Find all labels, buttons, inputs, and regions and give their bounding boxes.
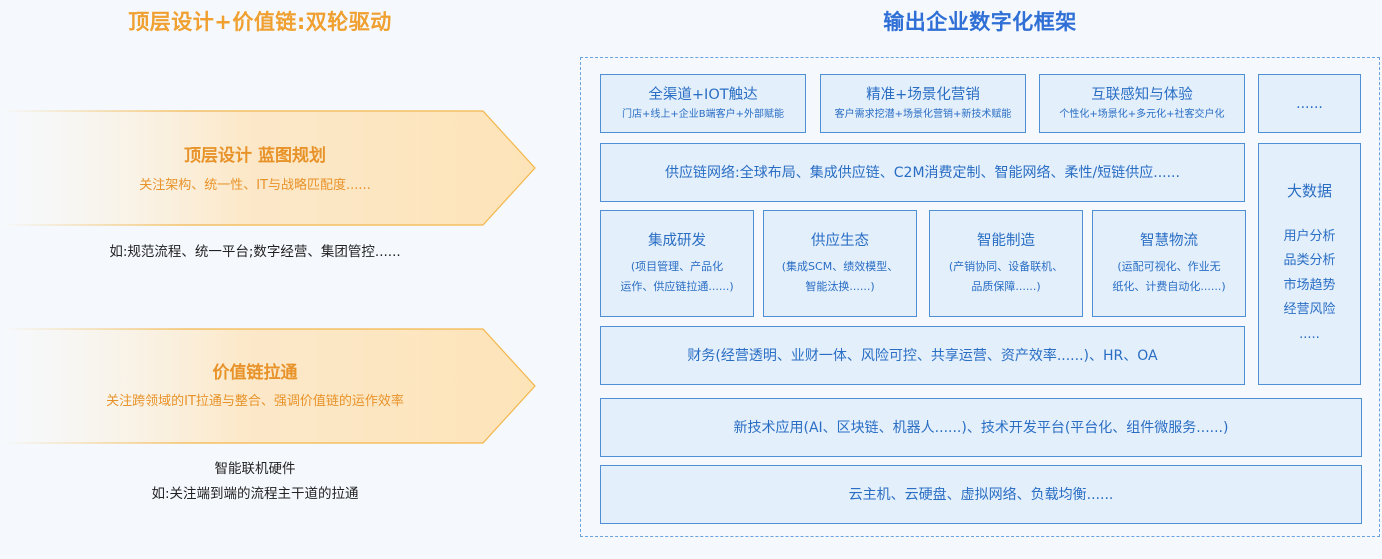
note-value-chain-line1: 智能联机硬件 <box>214 461 296 477</box>
supply-chain-label: 供应链网络:全球布局、集成供应链、C2M消费定制、智能网络、柔性/短链供应...… <box>665 164 1180 181</box>
new-tech-label: 新技术应用(AI、区块链、机器人......)、技术开发平台(平台化、组件微服务… <box>733 419 1229 436</box>
big-data-item: 品类分析 <box>1283 253 1336 269</box>
experience-sub: 个性化+场景化+多元化+社客交户化 <box>1059 109 1225 120</box>
note-top-design: 如:规范流程、统一平台;数字经营、集团管控...... <box>109 244 401 260</box>
arrow2-title: 价值链拉通 <box>212 363 298 383</box>
supply-eco-box: 供应生态 (集成SCM、绩效模型、 智能汰换......) <box>763 210 917 317</box>
big-data-item: 市场趋势 <box>1283 277 1336 293</box>
supply-chain-box: 供应链网络:全球布局、集成供应链、C2M消费定制、智能网络、柔性/短链供应...… <box>600 143 1245 202</box>
rd-box: 集成研发 (项目管理、产品化 运作、供应链拉通......) <box>600 210 754 317</box>
arrow1-title: 顶层设计 蓝图规划 <box>184 146 326 166</box>
channel-title: 全渠道+IOT触达 <box>648 87 758 103</box>
supply-eco-sub2: 智能汰换......) <box>805 279 875 293</box>
manufacturing-title: 智能制造 <box>977 232 1035 249</box>
marketing-box: 精准+场景化营销 客户需求挖潜+场景化营销+新技术赋能 <box>820 74 1026 133</box>
big-data-item: 用户分析 <box>1283 228 1336 244</box>
big-data-item: 经营风险 <box>1283 302 1336 318</box>
logistics-title: 智慧物流 <box>1140 232 1198 249</box>
marketing-title: 精准+场景化营销 <box>866 87 980 103</box>
left-title: 顶层设计+价值链:双轮驱动 <box>128 10 392 34</box>
manufacturing-box: 智能制造 (产销协同、设备联机、 品质保障......) <box>929 210 1083 317</box>
supply-eco-title: 供应生态 <box>811 232 869 249</box>
finance-box: 财务(经营透明、业财一体、风险可控、共享运营、资产效率......)、HR、OA <box>600 326 1245 385</box>
logistics-sub2: 纸化、计费自动化......) <box>1112 279 1226 293</box>
framework-title: 输出企业数字化框架 <box>883 10 1077 34</box>
arrow2-subtitle: 关注跨领域的IT拉通与整合、强调价值链的运作效率 <box>106 394 404 409</box>
cloud-label: 云主机、云硬盘、虚拟网络、负载均衡...... <box>848 486 1114 503</box>
rd-sub1: (项目管理、产品化 <box>630 259 724 273</box>
arrow-value-chain <box>0 328 536 444</box>
rd-title: 集成研发 <box>648 232 706 249</box>
big-data-item: ..... <box>1299 326 1320 342</box>
cloud-box: 云主机、云硬盘、虚拟网络、负载均衡...... <box>600 465 1362 524</box>
more-label: ...... <box>1296 95 1323 112</box>
finance-label: 财务(经营透明、业财一体、风险可控、共享运营、资产效率......)、HR、OA <box>687 347 1158 364</box>
note-value-chain-line2: 如:关注端到端的流程主干道的拉通 <box>151 486 359 502</box>
framework-frame <box>580 57 1380 537</box>
logistics-sub1: (运配可视化、作业无 <box>1117 259 1221 273</box>
channel-box: 全渠道+IOT触达 门店+线上+企业B端客户+外部赋能 <box>600 74 806 133</box>
supply-eco-sub1: (集成SCM、绩效模型、 <box>781 259 899 273</box>
arrow-top-design <box>0 110 536 226</box>
channel-sub: 门店+线上+企业B端客户+外部赋能 <box>622 109 784 120</box>
big-data-title: 大数据 <box>1286 181 1332 200</box>
big-data-box: 大数据 用户分析 品类分析 市场趋势 经营风险 ..... <box>1258 143 1361 385</box>
experience-box: 互联感知与体验 个性化+场景化+多元化+社客交户化 <box>1039 74 1245 133</box>
new-tech-box: 新技术应用(AI、区块链、机器人......)、技术开发平台(平台化、组件微服务… <box>600 398 1362 457</box>
arrow1-subtitle: 关注架构、统一性、IT与战略匹配度...... <box>139 178 371 193</box>
experience-title: 互联感知与体验 <box>1091 87 1193 103</box>
more-box: ...... <box>1258 74 1361 133</box>
logistics-box: 智慧物流 (运配可视化、作业无 纸化、计费自动化......) <box>1092 210 1246 317</box>
manufacturing-sub2: 品质保障......) <box>971 279 1041 293</box>
manufacturing-sub1: (产销协同、设备联机、 <box>948 259 1064 273</box>
rd-sub2: 运作、供应链拉通......) <box>620 279 734 293</box>
marketing-sub: 客户需求挖潜+场景化营销+新技术赋能 <box>834 109 1012 120</box>
